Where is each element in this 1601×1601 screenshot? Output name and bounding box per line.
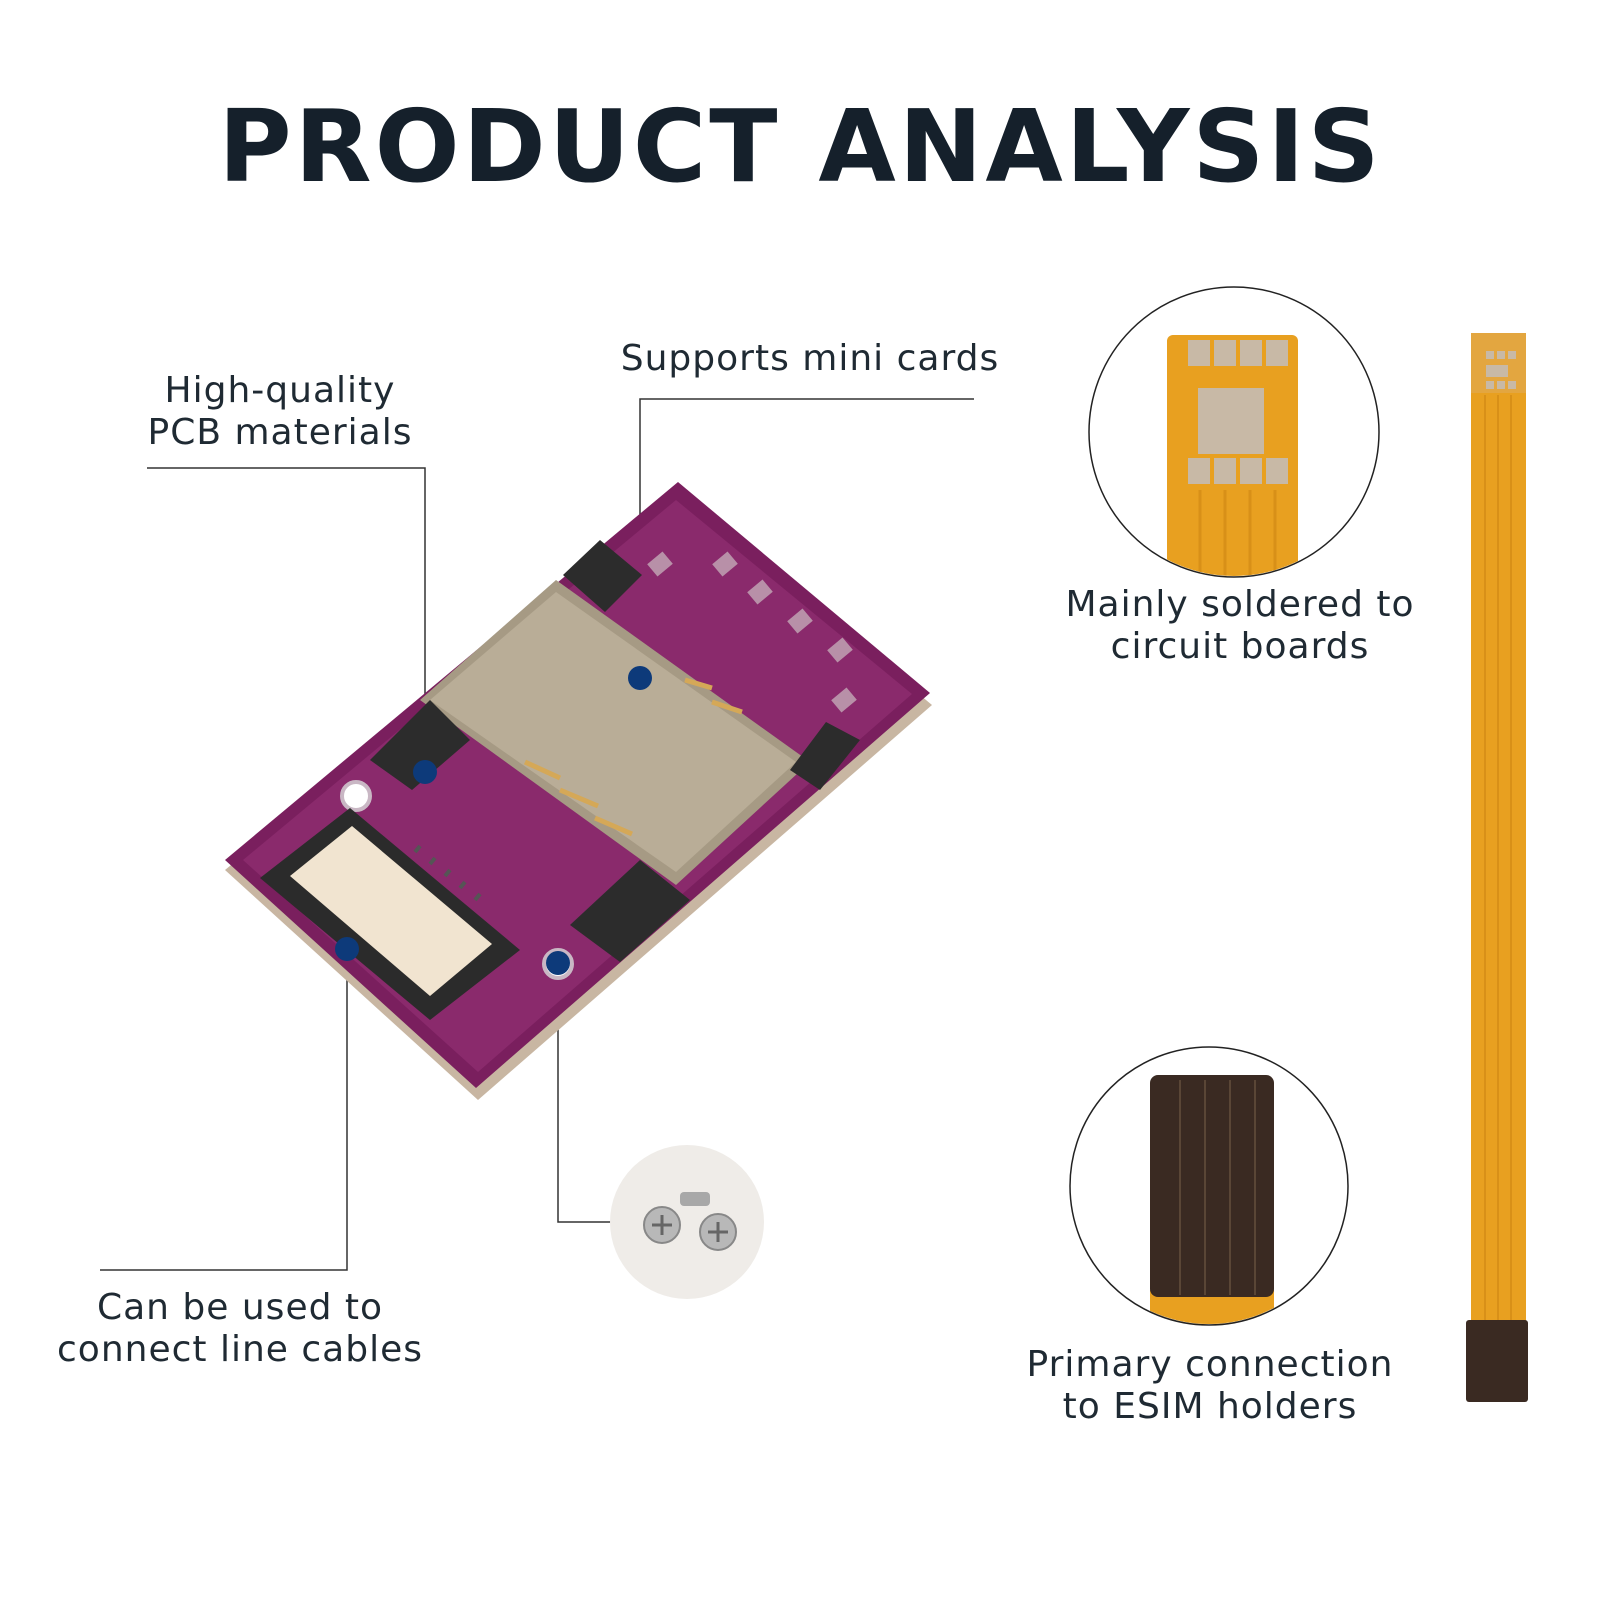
dot-cables xyxy=(335,937,359,961)
callout-pcb-line1: High-quality xyxy=(164,370,396,411)
esim-connector-icon xyxy=(1069,1046,1349,1326)
screws-icon xyxy=(610,1145,764,1299)
callout-line-pcb xyxy=(147,467,426,772)
page-title: PRODUCT ANALYSIS xyxy=(218,88,1383,205)
flex-cable-icon xyxy=(1466,333,1528,1402)
callout-pcb-label: High-quality PCB materials xyxy=(130,370,430,454)
callout-lines xyxy=(100,398,974,1271)
dot-screws xyxy=(546,951,570,975)
callout-pcb-line2: PCB materials xyxy=(147,412,413,453)
callout-soldered-label: Mainly soldered to circuit boards xyxy=(1040,584,1440,668)
callout-soldered-line2: circuit boards xyxy=(1110,626,1370,667)
callout-line-screws xyxy=(557,963,614,1223)
callout-mini-cards-line1: Supports mini cards xyxy=(620,338,1000,379)
callout-esim-label: Primary connection to ESIM holders xyxy=(1010,1344,1410,1428)
callout-cables-label: Can be used to connect line cables xyxy=(50,1287,430,1371)
dot-mini-cards xyxy=(628,666,652,690)
dot-pcb xyxy=(413,760,437,784)
callout-esim-line1: Primary connection xyxy=(1026,1344,1394,1385)
sim-contact-pad-icon xyxy=(1088,286,1380,578)
callout-soldered-line1: Mainly soldered to xyxy=(1065,584,1415,625)
callout-dots xyxy=(335,666,652,975)
callout-esim-line2: to ESIM holders xyxy=(1062,1386,1358,1427)
callout-line-cables xyxy=(100,949,348,1271)
callout-cables-line2: connect line cables xyxy=(57,1329,423,1370)
sim-adapter-board-icon xyxy=(225,482,932,1100)
callout-mini-cards-label: Supports mini cards xyxy=(610,338,1010,380)
callout-cables-line1: Can be used to xyxy=(96,1287,384,1328)
